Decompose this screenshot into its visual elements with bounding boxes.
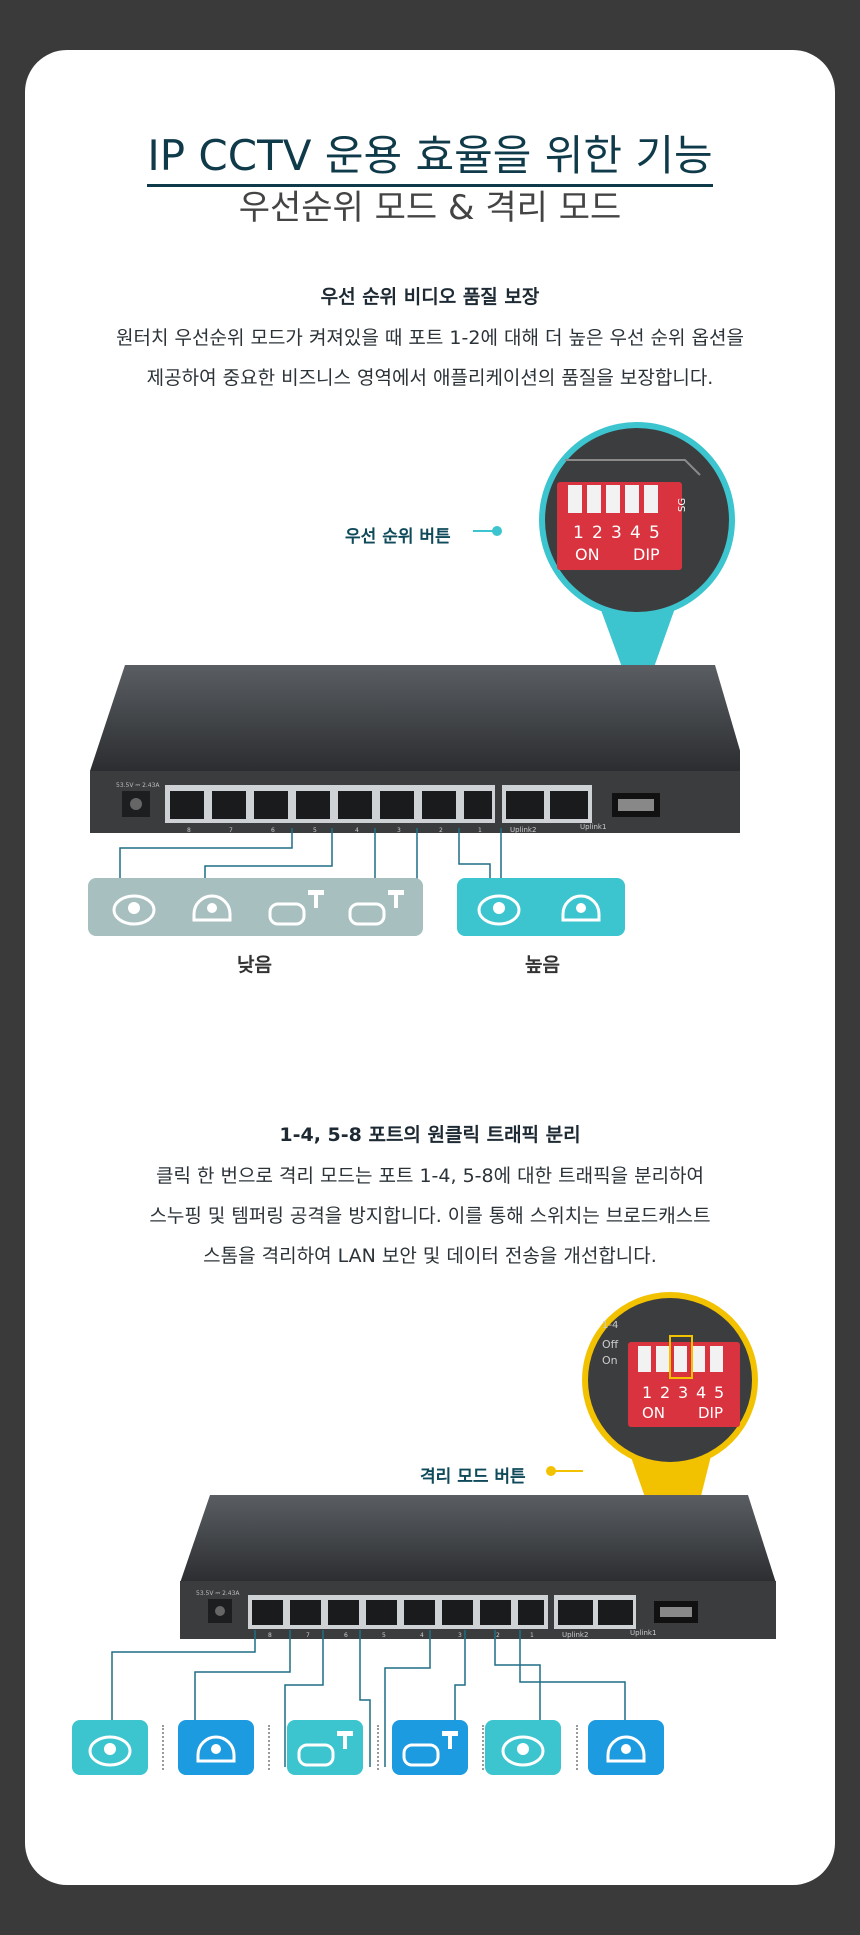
switch-image-2: 53.5V ⎓ 2.43A 8 7 6 5 4 3 2 1 Uplink2	[180, 1495, 780, 1715]
port-number: 3	[458, 1632, 462, 1639]
power-label: 53.5V ⎓ 2.43A	[116, 782, 160, 789]
port-number: 6	[271, 827, 275, 834]
dip-number: 2	[592, 523, 603, 543]
dip-number: 5	[714, 1383, 724, 1402]
port-number: 1	[530, 1632, 534, 1639]
ceiling-camera-icon	[192, 894, 232, 922]
priority-button-callout: 우선 순위 버튼	[345, 527, 451, 547]
high-priority-label: 높음	[525, 954, 560, 976]
camera-tile	[178, 1720, 254, 1775]
section1-line: 제공하여 중요한 비즈니스 영역에서 애플리케이션의 품질을 보장합니다.	[146, 367, 714, 389]
switch-image-1: 53.5V ⎓ 2.43A 8 7 6 5 4 3 2 1 Upli	[90, 615, 746, 890]
section2-line: 스누핑 및 템퍼링 공격을 방지합니다. 이를 통해 스위치는 브로드캐스트	[149, 1205, 711, 1227]
dip-on-label: ON	[642, 1404, 665, 1422]
callout-connector	[546, 1466, 583, 1476]
bullet-camera-icon	[297, 1731, 353, 1767]
priority-dip-zoom: 1 2 3 4 5 ON DIP SG	[539, 422, 735, 670]
camera-tile	[392, 1720, 468, 1775]
divider	[162, 1725, 164, 1770]
port-number: 7	[306, 1632, 310, 1639]
section2-body: 클릭 한 번으로 격리 모드는 포트 1-4, 5-8에 대한 트래픽을 분리하…	[25, 1156, 835, 1276]
section1-heading: 우선 순위 비디오 품질 보장	[320, 286, 540, 308]
section2-line: 클릭 한 번으로 격리 모드는 포트 1-4, 5-8에 대한 트래픽을 분리하…	[155, 1165, 705, 1187]
dip-on-label: ON	[575, 545, 600, 564]
dip-off-label: Off	[602, 1338, 619, 1351]
power-label: 53.5V ⎓ 2.43A	[196, 1590, 240, 1597]
divider	[576, 1725, 578, 1770]
dip-number: 1	[642, 1383, 652, 1402]
dip-number: 1	[573, 523, 584, 543]
divider	[482, 1725, 484, 1770]
camera-tile	[72, 1720, 148, 1775]
dip-label: DIP	[633, 545, 660, 564]
dip-on-small-label: On	[602, 1354, 618, 1367]
divider	[268, 1725, 270, 1770]
bullet-camera-icon	[402, 1731, 458, 1767]
uplink1-label: Uplink1	[580, 823, 606, 831]
connection-lines-2	[111, 1630, 626, 1767]
dome-camera-icon	[112, 894, 156, 926]
page-title: IP CCTV 운용 효율을 위한 기능	[25, 122, 835, 187]
port-number: 1	[478, 827, 482, 834]
divider	[377, 1725, 379, 1770]
ceiling-camera-icon	[196, 1735, 236, 1763]
dome-camera-icon	[501, 1735, 545, 1767]
dip-number: 5	[649, 523, 660, 543]
section1-body: 원터치 우선순위 모드가 켜져있을 때 포트 1-2에 대해 더 높은 우선 순…	[25, 318, 835, 398]
dome-camera-icon	[88, 1735, 132, 1767]
high-priority-camera-group	[457, 878, 625, 936]
dome-camera-icon	[477, 894, 521, 926]
bullet-camera-icon	[268, 890, 324, 926]
port-number: 8	[268, 1632, 272, 1639]
dip-edge-label: 1-4	[602, 1320, 618, 1331]
dip-number: 4	[630, 523, 641, 543]
uplink1-label: Uplink1	[630, 1629, 656, 1637]
uplink2-label: Uplink2	[562, 1631, 588, 1639]
callout-connector	[473, 526, 502, 536]
camera-tile	[485, 1720, 561, 1775]
camera-tile	[588, 1720, 664, 1775]
dip-side-label: SG	[677, 498, 688, 512]
port-number: 5	[313, 827, 317, 834]
section2-heading: 1-4, 5-8 포트의 원클릭 트래픽 분리	[279, 1124, 581, 1146]
page-subtitle: 우선순위 모드 & 격리 모드	[238, 188, 622, 228]
dip-label: DIP	[698, 1404, 723, 1422]
port-number: 6	[344, 1632, 348, 1639]
dip-number: 4	[696, 1383, 706, 1402]
low-priority-camera-group	[88, 878, 423, 936]
port-number: 5	[382, 1632, 386, 1639]
uplink2-label: Uplink2	[510, 826, 536, 834]
port-number: 3	[397, 827, 401, 834]
port-number: 7	[229, 827, 233, 834]
port-number: 8	[187, 827, 191, 834]
port-number: 4	[355, 827, 359, 834]
ceiling-camera-icon	[561, 894, 601, 922]
dip-number: 2	[660, 1383, 670, 1402]
camera-tile	[287, 1720, 363, 1775]
port-number: 2	[496, 1632, 500, 1639]
section1-line: 원터치 우선순위 모드가 켜져있을 때 포트 1-2에 대해 더 높은 우선 순…	[116, 327, 744, 349]
low-priority-label: 낮음	[237, 954, 272, 976]
port-number: 4	[420, 1632, 424, 1639]
content-card: IP CCTV 운용 효율을 위한 기능 우선순위 모드 & 격리 모드 우선 …	[25, 50, 835, 1885]
bullet-camera-icon	[348, 890, 404, 926]
ceiling-camera-icon	[606, 1735, 646, 1763]
port-number: 2	[439, 827, 443, 834]
dip-number: 3	[678, 1383, 688, 1402]
isolation-button-callout: 격리 모드 버튼	[420, 1467, 526, 1487]
dip-number: 3	[611, 523, 622, 543]
section2-line: 스톰을 격리하여 LAN 보안 및 데이터 전송을 개선합니다.	[203, 1245, 657, 1267]
